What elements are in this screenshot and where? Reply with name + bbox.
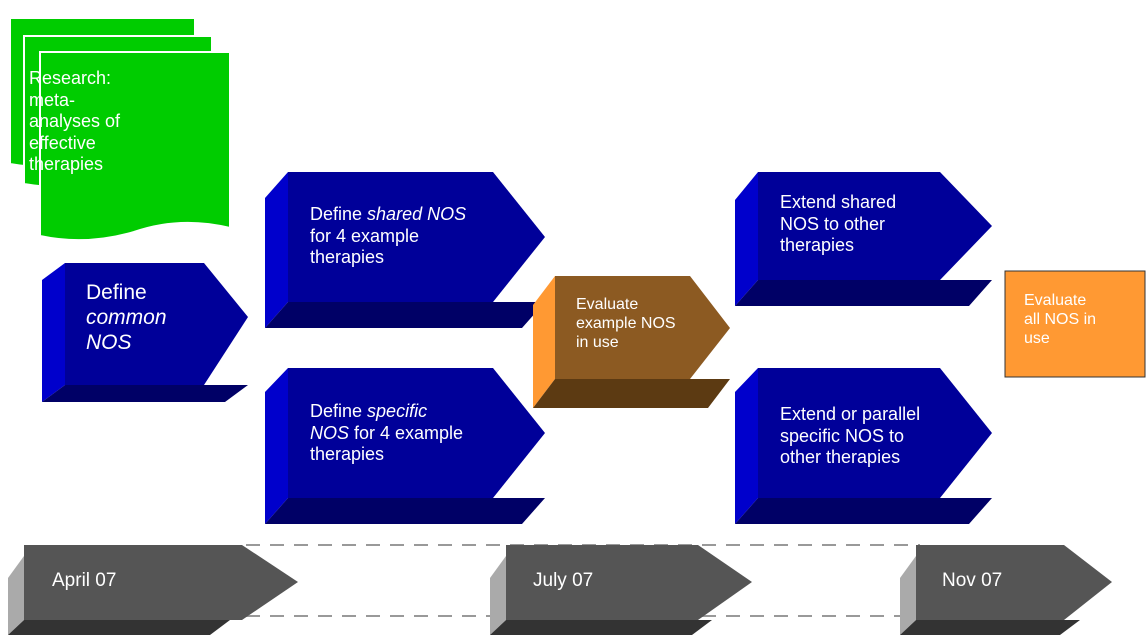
research-line-2: meta- — [29, 89, 76, 110]
evaluate-all-nos-box — [1004, 270, 1146, 378]
research-document-stack — [9, 17, 231, 242]
evaluate-example-line-3: in use — [576, 334, 619, 352]
define-specific-nos-label: Define specific NOS for 4 example therap… — [310, 401, 463, 466]
define-specific-nos-shape — [265, 368, 545, 524]
common-line-1: Define — [86, 281, 147, 304]
shared-line-2: for 4 example — [310, 225, 420, 246]
extend-specific-line-1: Extend or parallel — [780, 404, 921, 424]
extend-specific-nos-shape — [735, 368, 992, 524]
evaluate-all-line-1: Evaluate — [1024, 292, 1087, 309]
define-shared-nos-label: Define shared NOS for 4 example therapie… — [310, 204, 466, 269]
extend-shared-line-3: therapies — [780, 235, 855, 256]
timeline-marker-july — [490, 545, 752, 635]
extend-shared-nos-shape — [735, 172, 992, 306]
specific-line-1-emphasis: specific — [367, 401, 428, 421]
evaluate-example-line-1: Evaluate — [576, 296, 639, 313]
common-line-2: common — [86, 306, 167, 330]
extend-shared-nos-label: Extend shared NOS to other therapies — [780, 192, 896, 257]
shared-line-3: therapies — [310, 247, 385, 268]
common-line-3: NOS — [86, 331, 132, 355]
extend-shared-line-2: NOS to other — [780, 213, 886, 234]
timeline-marker-april — [8, 545, 298, 635]
specific-line-2-emphasis: NOS — [310, 422, 350, 443]
evaluate-example-line-2: example NOS — [576, 315, 676, 333]
extend-specific-line-2: specific NOS to — [780, 425, 905, 446]
define-common-nos-shape — [42, 263, 248, 402]
evaluate-all-line-2: all NOS in — [1024, 311, 1097, 329]
timeline-label-july: July 07 — [533, 570, 594, 591]
define-common-nos-label: Define common NOS — [86, 280, 167, 356]
extend-specific-line-3: other therapies — [780, 447, 901, 468]
shared-line-1-emphasis: shared NOS — [367, 204, 467, 224]
research-line-5: therapies — [29, 154, 104, 175]
research-label: Research: meta- analyses of effective th… — [29, 68, 120, 176]
timeline-marker-nov — [900, 545, 1112, 635]
extend-shared-line-1: Extend shared — [780, 192, 897, 212]
evaluate-example-nos-label: Evaluate example NOS in use — [576, 295, 676, 353]
timeline-label-april: April 07 — [52, 570, 117, 591]
specific-line-3: therapies — [310, 444, 385, 465]
research-line-3: analyses of — [29, 111, 121, 132]
shared-line-1-text: Define — [310, 204, 368, 224]
specific-line-1-text: Define — [310, 401, 368, 421]
timeline-label-nov: Nov 07 — [942, 570, 1003, 591]
evaluate-all-nos-label: Evaluate all NOS in use — [1024, 291, 1096, 349]
define-shared-nos-shape — [265, 172, 545, 328]
evaluate-example-nos-shape — [533, 276, 730, 408]
specific-line-2-text: for 4 example — [349, 422, 464, 443]
research-line-1: Research: — [29, 68, 112, 88]
research-line-4: effective — [29, 132, 96, 153]
evaluate-all-line-3: use — [1024, 330, 1050, 348]
extend-specific-nos-label: Extend or parallel specific NOS to other… — [780, 404, 976, 469]
